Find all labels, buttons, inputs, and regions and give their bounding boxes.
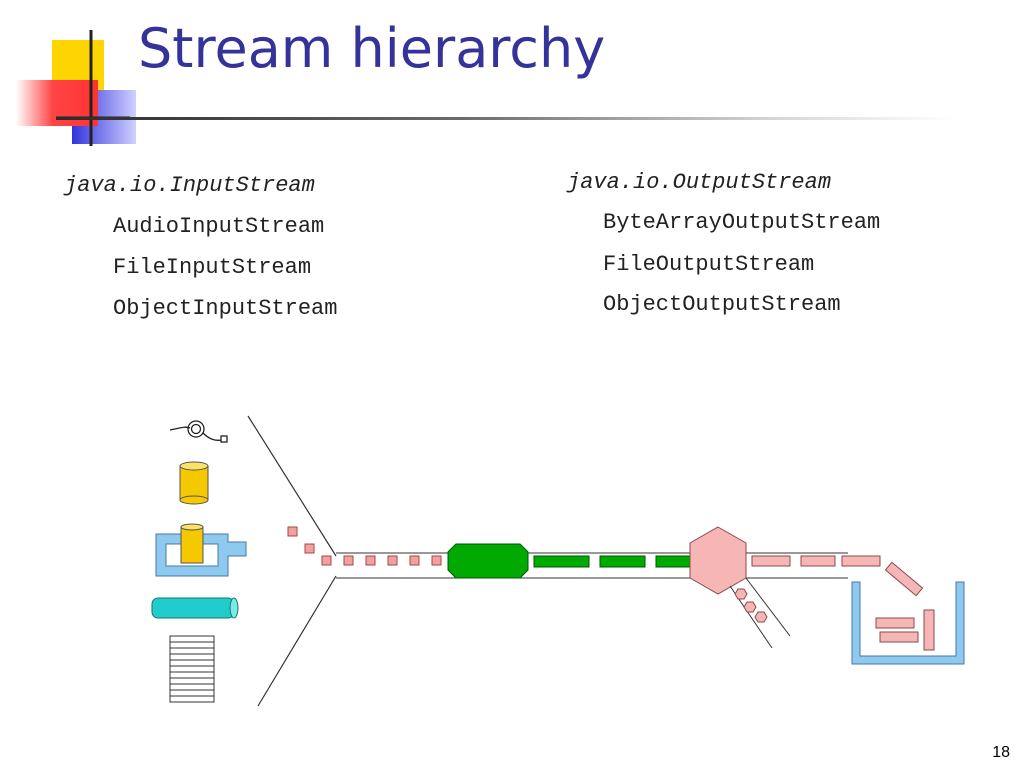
input-base-class: java.io.InputStream [64, 173, 315, 198]
file-cylinder-icon [179, 461, 209, 505]
funnel-bottom-line [257, 575, 337, 707]
processed-data-segments [533, 555, 693, 568]
splitter-hexagon [689, 526, 747, 595]
output-base-class: java.io.OutputStream [567, 170, 832, 195]
output-subclass-object: ObjectOutputStream [603, 292, 841, 317]
pipe-icon [151, 597, 239, 619]
object-stack-icon [169, 635, 215, 703]
bin-contents [875, 609, 935, 651]
branch-data-bits [734, 588, 768, 623]
falling-data-segment [884, 561, 924, 597]
slide-title: Stream hierarchy [138, 17, 606, 80]
stream-diagram [151, 415, 965, 707]
funnel-top-line [247, 415, 337, 557]
input-subclass-file: FileInputStream [113, 255, 312, 280]
microphone-icon [169, 420, 228, 443]
output-subclass-bytearray: ByteArrayOutputStream [603, 210, 881, 235]
output-bin [851, 581, 965, 665]
page-number: 18 [992, 744, 1010, 761]
output-data-segments [751, 555, 881, 567]
title-underline [56, 117, 956, 120]
input-subclass-object: ObjectInputStream [113, 296, 338, 321]
processor-block [447, 543, 529, 579]
slide-logo [16, 30, 136, 146]
input-subclass-audio: AudioInputStream [113, 214, 325, 239]
branch-right-edge [745, 577, 791, 637]
output-subclass-file: FileOutputStream [603, 252, 815, 277]
socket-icon [155, 523, 247, 577]
incoming-data-bits [287, 526, 442, 566]
